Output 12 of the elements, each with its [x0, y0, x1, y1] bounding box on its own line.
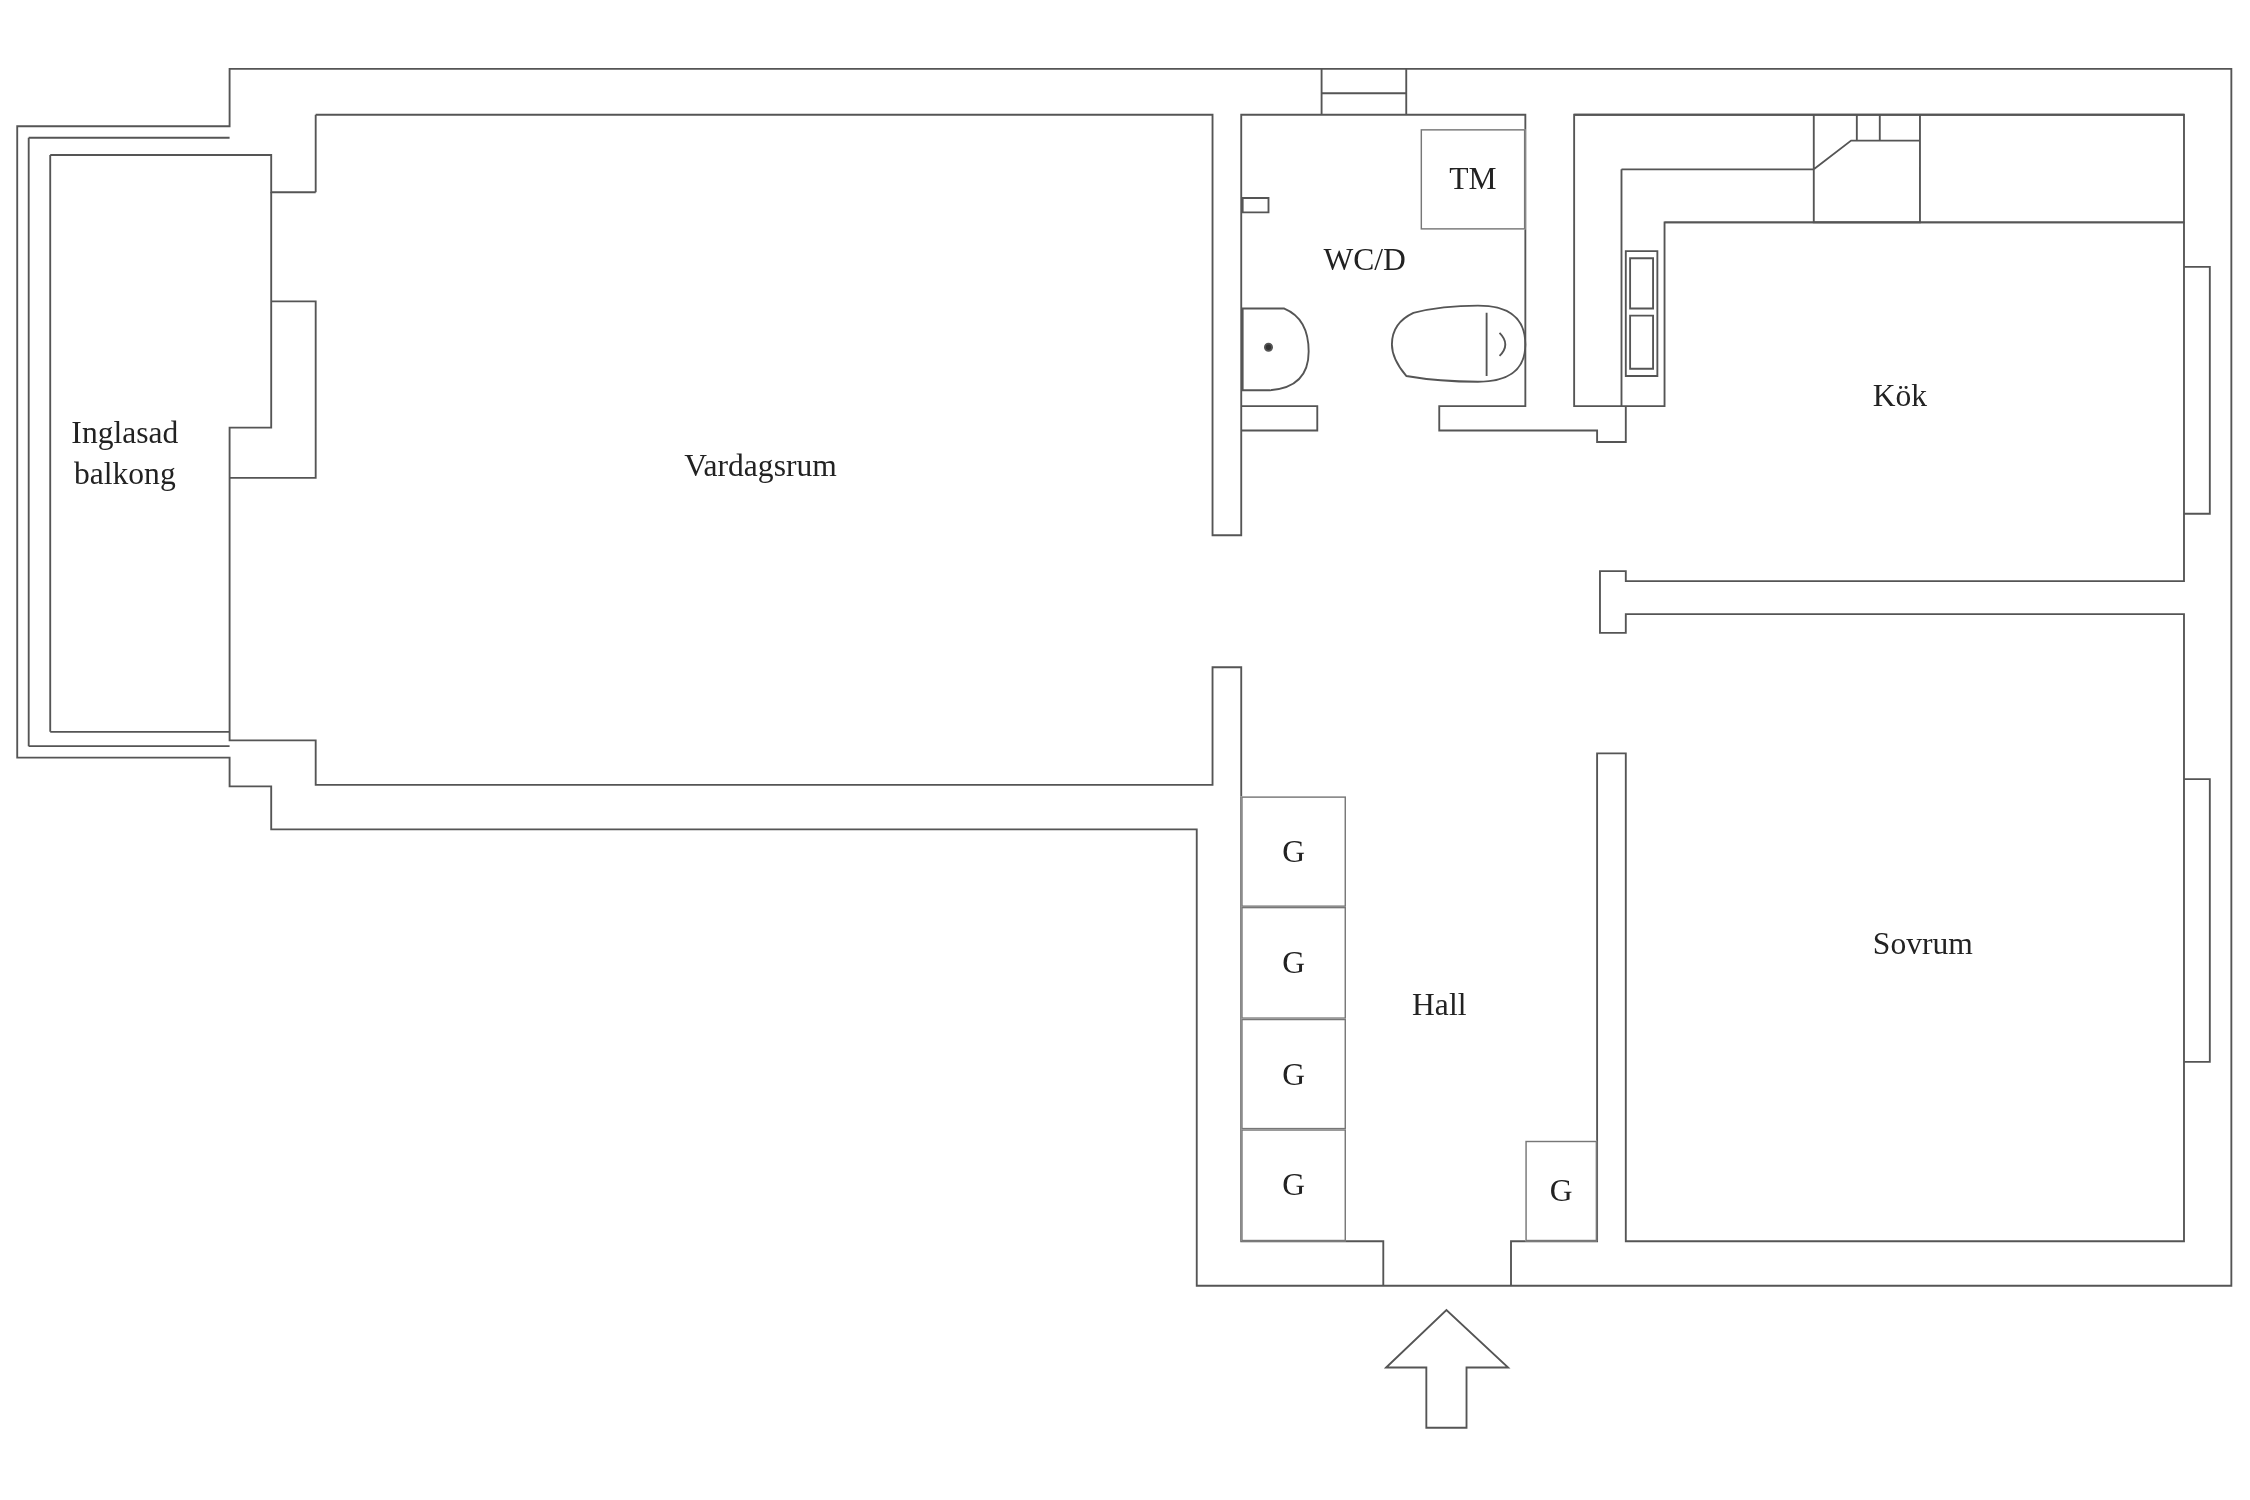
wardrobe: G [1241, 1129, 1346, 1242]
room-label: Kök [1872, 376, 1928, 416]
room-label: Vardagsrum [684, 446, 837, 486]
room-label: WC/D [1323, 240, 1406, 279]
appliance-space: TM [1420, 129, 1526, 230]
wardrobe: G [1241, 1018, 1346, 1130]
wardrobe: G [1241, 906, 1346, 1019]
wardrobe: G [1241, 796, 1346, 907]
room-label: Inglasad balkong [70, 413, 180, 493]
wardrobe: G [1525, 1140, 1598, 1242]
room-label: Hall [1412, 984, 1467, 1024]
room-label: Sovrum [1872, 924, 1973, 964]
